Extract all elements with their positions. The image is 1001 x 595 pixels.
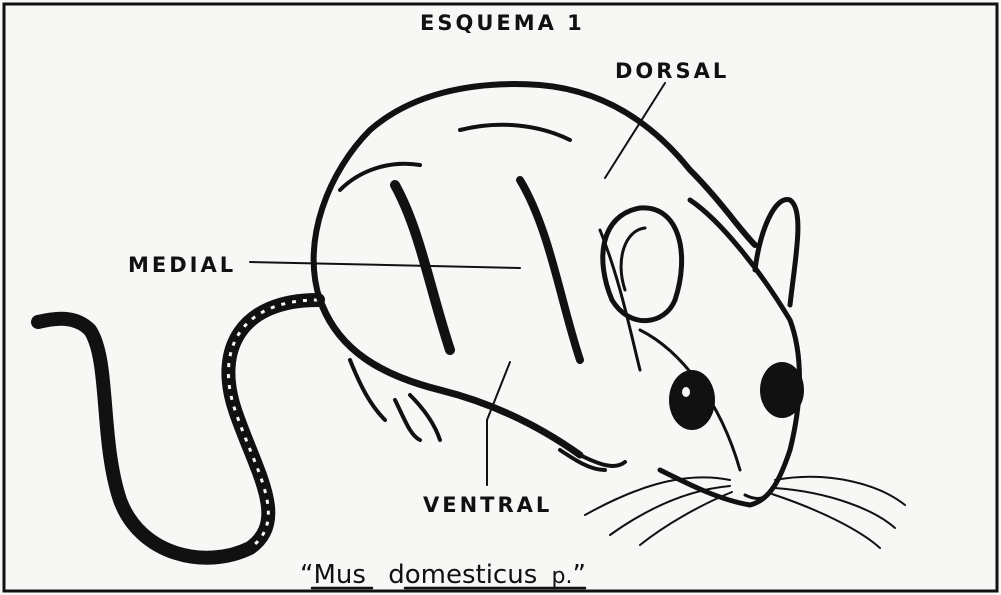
label-ventral: VENTRAL (423, 493, 552, 517)
caption-species: domesticus (388, 560, 537, 590)
mouse-whiskers (585, 477, 905, 548)
mouse-front-foot (560, 450, 625, 470)
svg-text:“Mus domesticus p.: “Mus domesticus p.” (300, 560, 586, 590)
mouse-eye-left (669, 370, 715, 430)
label-dorsal: DORSAL (615, 59, 729, 83)
diagram-title: ESQUEMA 1 (420, 11, 585, 35)
species-caption: “Mus domesticus p.” (300, 560, 586, 590)
eye-highlight (682, 387, 690, 397)
mouse-tail (38, 300, 318, 558)
caption-close-quote: ” (572, 560, 585, 590)
caption-open-quote: “ (300, 560, 313, 590)
label-medial: MEDIAL (128, 253, 236, 277)
medial-leader-line (250, 262, 520, 268)
caption-genus: Mus (313, 560, 365, 590)
caption-author: p. (552, 564, 573, 589)
mouse-ear-left (603, 208, 682, 321)
mouse-eye-right (760, 362, 804, 418)
mouse-ear-right (755, 200, 798, 305)
mouse-head (640, 200, 799, 505)
